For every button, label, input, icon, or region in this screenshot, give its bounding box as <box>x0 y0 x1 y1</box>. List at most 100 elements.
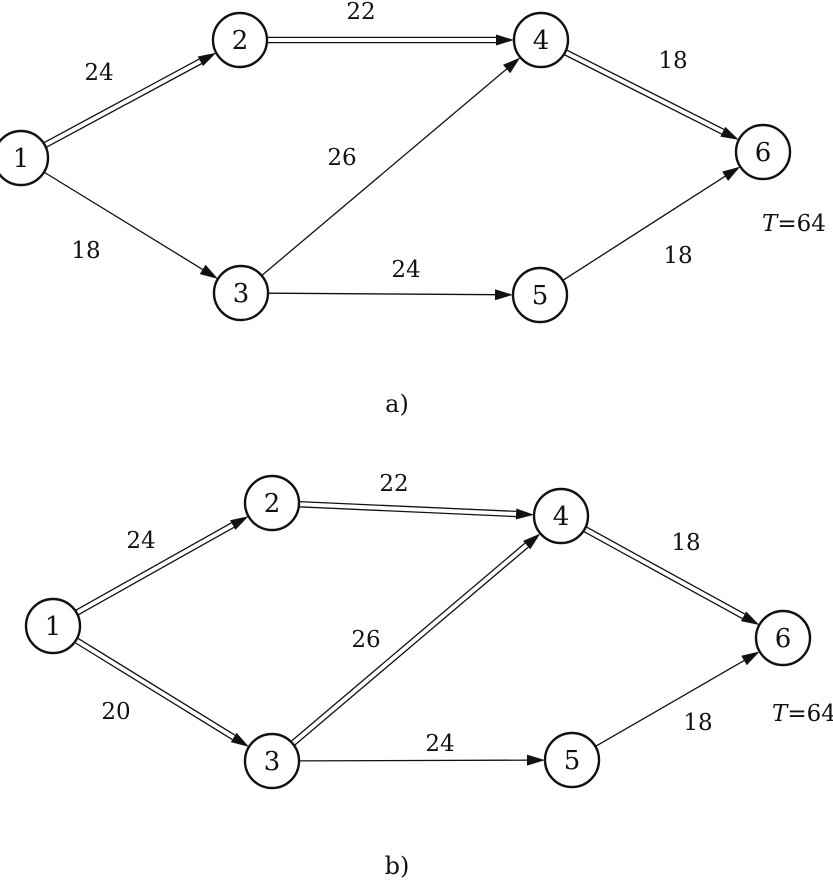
diagram-a-node-3-label: 3 <box>233 279 250 309</box>
diagram-a-node-3-circle <box>212 264 270 322</box>
diagram-a-edge-1-2 <box>43 52 217 149</box>
diagram-b-edge-3-4-line-2 <box>290 542 526 743</box>
diagram-b-edge-4-6-line-2 <box>585 526 746 615</box>
diagram-a-edge-1-2-line-2 <box>43 58 200 144</box>
diagram-a-node-1: 1 <box>0 129 50 187</box>
diagram-b-edge-1-2-line-2 <box>74 522 232 612</box>
diagram-b-node-5-label: 5 <box>564 746 581 776</box>
diagram-b-node-4-label: 4 <box>553 502 570 532</box>
diagram-a-edge-4-6-arrowhead <box>720 126 739 140</box>
diagram-a-caption: a) <box>385 390 409 418</box>
diagram-a-edge-1-2-arrowhead <box>197 52 217 67</box>
diagram-b-node-6: 6 <box>754 609 812 667</box>
diagram-a-edge-5-6-duration: 18 <box>663 243 692 269</box>
diagram-b-node-5-circle <box>543 731 601 789</box>
diagram-a-node-3: 3 <box>212 264 270 322</box>
diagram-b-edge-1-2-arrowhead <box>230 516 249 530</box>
diagram-a-node-5-circle <box>511 266 569 324</box>
diagram-a-edge-1-2-duration: 24 <box>84 60 113 86</box>
diagram-b-edge-2-4-line-2 <box>299 500 517 513</box>
diagram-a-nodes: 1 2 3 4 5 6 <box>0 11 792 324</box>
diagram-a-node-4-circle <box>512 11 570 69</box>
diagram-b-edge-2-4-duration: 22 <box>379 471 408 497</box>
diagram-a-total-duration: T=64 <box>762 211 826 237</box>
diagram-a-node-4-label: 4 <box>533 26 550 56</box>
diagram-a-node-5: 5 <box>511 266 569 324</box>
diagram-b-node-2-label: 2 <box>264 489 281 519</box>
diagram-b-edge-3-4 <box>290 533 541 747</box>
diagram-a-node-6: 6 <box>734 123 792 181</box>
diagram-a-edges <box>43 34 741 301</box>
diagram-a-edge-3-4-line <box>261 67 509 277</box>
diagram-a-node-4: 4 <box>512 11 570 69</box>
diagram-b-edge-2-4 <box>298 500 535 520</box>
diagram-b-node-1-circle <box>24 597 82 655</box>
diagram-a-edge-1-3-line <box>43 171 205 272</box>
diagram-b-edge-1-3-arrowhead <box>230 732 250 747</box>
diagram-a-node-2-label: 2 <box>232 26 249 56</box>
diagram-a-edge-3-4-duration: 26 <box>327 145 356 171</box>
diagram-b-edge-5-6-line <box>595 658 747 748</box>
diagram-a-edge-2-4-arrowhead <box>496 34 514 46</box>
diagram-b-total-var: T <box>772 701 789 727</box>
diagram-b-edge-3-4-duration: 26 <box>351 627 380 653</box>
diagram-a-edge-1-2-line-1 <box>45 63 202 149</box>
diagram-a-total-var: T <box>762 211 779 237</box>
diagram-a-edge-5-6-line <box>562 174 728 281</box>
diagram-b-edge-5-6 <box>595 651 760 748</box>
diagram-b-edge-5-6-duration: 18 <box>683 710 712 736</box>
diagram-b-edge-5-6-arrowhead <box>741 651 760 666</box>
diagram-b-edge-1-2-duration: 24 <box>126 528 155 554</box>
diagram-b-edge-3-5-line <box>298 759 530 762</box>
diagram-b-node-4: 4 <box>532 487 590 545</box>
diagram-a-node-2-circle <box>211 11 269 69</box>
diagram-a-node-6-circle <box>734 123 792 181</box>
diagram-a-edge-3-5-duration: 24 <box>391 257 420 283</box>
diagram-b-edge-4-6-arrowhead <box>740 611 760 625</box>
diagram-b-edge-1-2-line-1 <box>77 526 235 616</box>
diagram-b-nodes: 1 2 3 4 5 6 <box>24 474 812 790</box>
diagram-b-edge-4-6-duration: 18 <box>671 530 700 556</box>
diagram-b-node-6-label: 6 <box>775 624 792 654</box>
diagram-b-edge-3-5-arrowhead <box>526 754 546 766</box>
diagram-b-edge-3-4-line-1 <box>293 546 529 747</box>
diagram-b-edge-1-2 <box>74 516 249 616</box>
diagram-a-node-2: 2 <box>211 11 269 69</box>
diagram-a-edge-3-5 <box>267 289 514 301</box>
diagram-a-edge-3-5-arrowhead <box>494 289 514 301</box>
diagram-b-edge-3-5-duration: 24 <box>425 731 454 757</box>
diagram-b-node-3-label: 3 <box>264 747 281 777</box>
diagram-b-edge-3-4-arrowhead <box>523 533 541 550</box>
diagram-a-node-5-label: 5 <box>532 281 549 311</box>
diagram-b-edge-4-6 <box>583 526 760 625</box>
diagram-b-node-2-circle <box>243 474 301 532</box>
diagram-b-node-6-circle <box>754 609 812 667</box>
diagram-a-edge-2-4 <box>267 34 514 46</box>
diagram-b-node-1-label: 1 <box>45 612 62 642</box>
diagram-a-total-value: =64 <box>777 211 826 237</box>
diagram-b-caption: b) <box>385 852 410 880</box>
diagram-a-edge-3-4 <box>261 57 521 277</box>
diagram-b-edge-1-3-duration: 20 <box>101 699 130 725</box>
diagram-b-node-5: 5 <box>543 731 601 789</box>
diagram-b-node-3: 3 <box>243 732 301 790</box>
diagram-b-edges <box>74 500 760 766</box>
diagram-b-edge-1-3-line-1 <box>74 641 233 741</box>
diagram-b-edge-3-5 <box>298 754 546 766</box>
diagram-b-edge-4-6-line-1 <box>583 530 743 620</box>
diagram-b-node-2: 2 <box>243 474 301 532</box>
diagram-b-edge-1-3 <box>74 637 250 747</box>
diagram-a-node-1-label: 1 <box>13 144 30 174</box>
diagram-b-edge-2-4-line-1 <box>298 506 516 518</box>
diagram-a-edge-1-3-arrowhead <box>199 264 218 279</box>
diagram-a-edge-4-6-duration: 18 <box>658 48 687 74</box>
diagram-a-edge-4-6-line-2 <box>565 49 725 130</box>
diagram-a-edge-5-6-arrowhead <box>722 166 741 181</box>
diagram-a-node-1-circle <box>0 129 50 187</box>
diagram-b-edge-1-3-line-2 <box>77 637 236 736</box>
diagram-b-node-4-circle <box>532 487 590 545</box>
